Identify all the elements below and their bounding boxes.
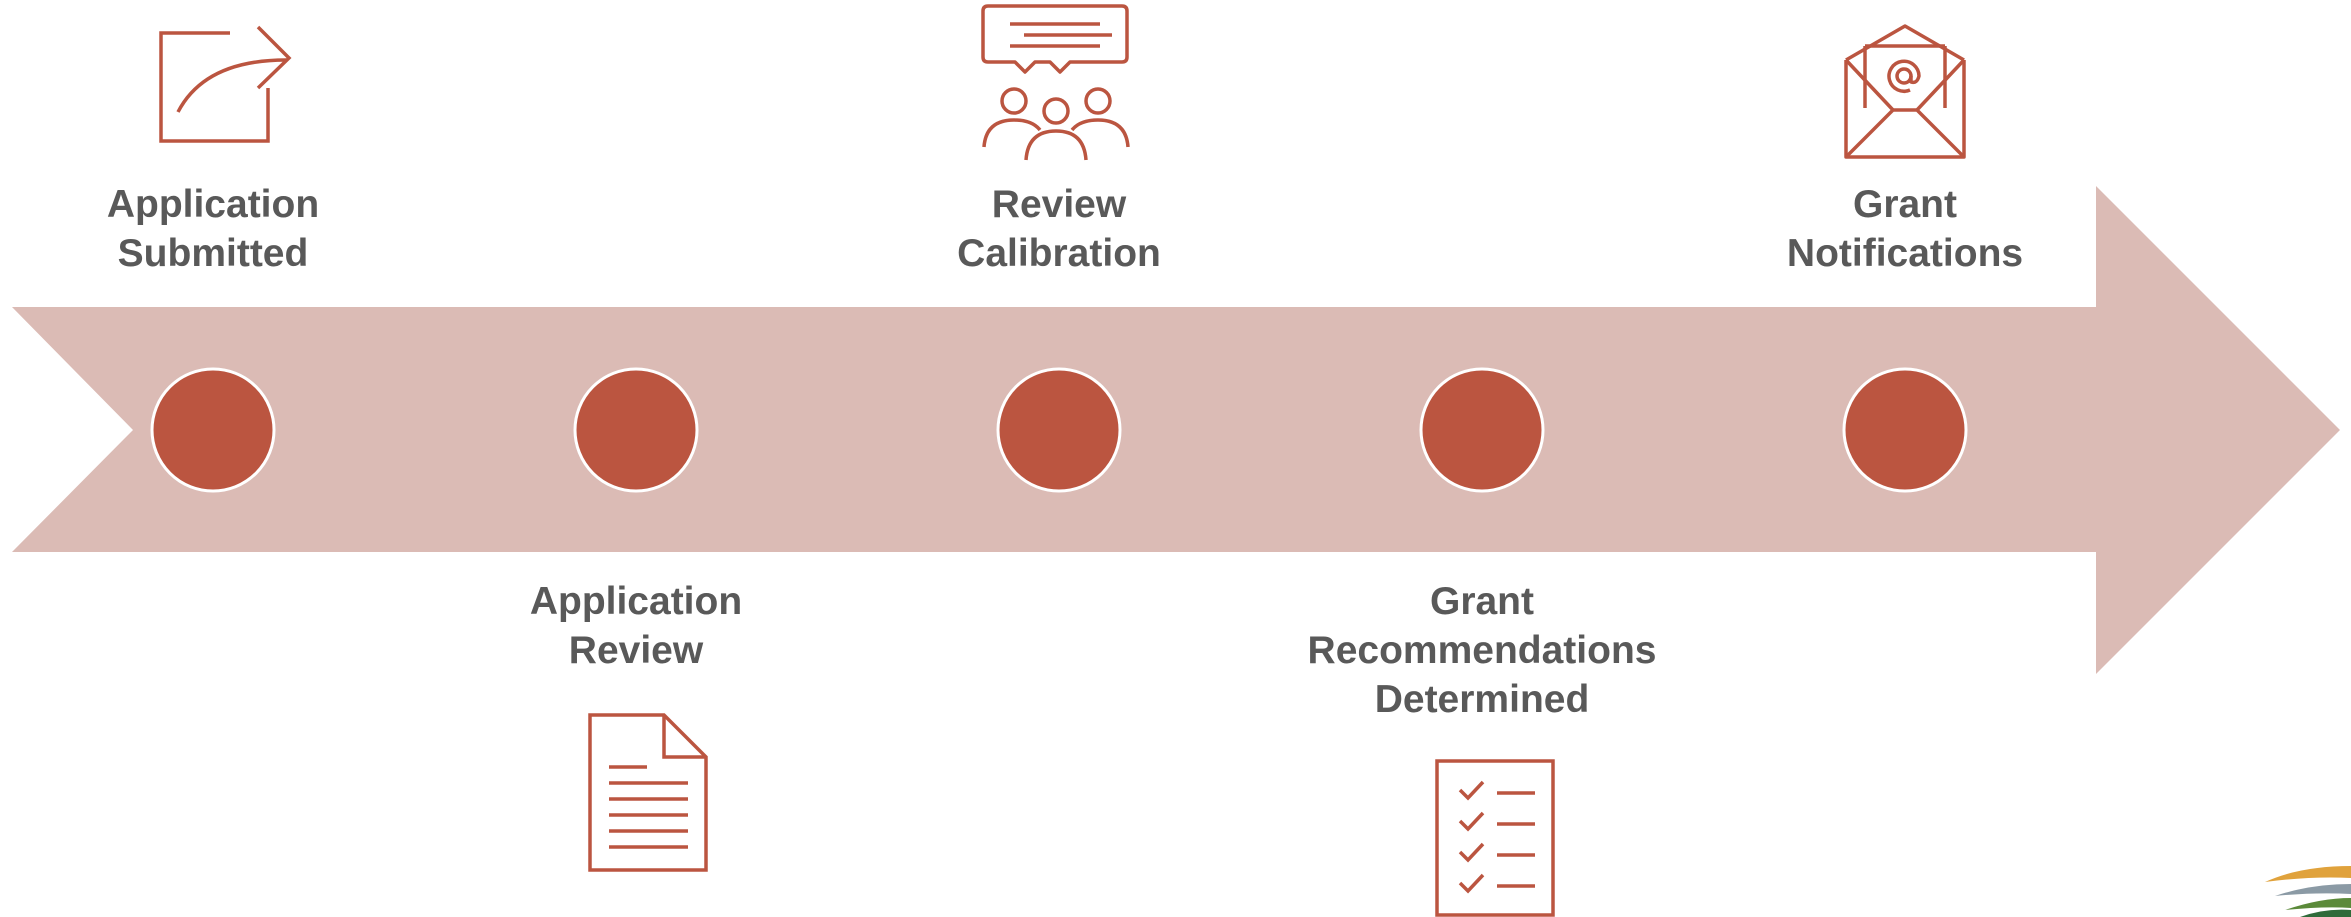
milestone-dots	[150, 367, 1968, 493]
milestone-dot-5	[1842, 367, 1968, 493]
meeting-chat-icon	[981, 4, 1130, 161]
step-label-grant-recommendations: Grant Recommendations Determined	[1272, 577, 1692, 724]
checklist-icon	[1435, 759, 1555, 917]
milestone-dot-2	[573, 367, 699, 493]
step-label-application-submitted: Application Submitted	[3, 180, 423, 278]
step-label-grant-notifications: Grant Notifications	[1695, 180, 2115, 278]
timeline-arrow	[12, 186, 2340, 674]
step-label-application-review: Application Review	[426, 577, 846, 675]
document-icon	[588, 713, 708, 872]
swoosh-logo-icon	[2265, 866, 2351, 917]
step-label-line: Determined	[1374, 678, 1590, 721]
email-envelope-icon	[1844, 24, 1966, 159]
milestone-dot-1	[150, 367, 276, 493]
step-label-line: Grant	[1429, 580, 1534, 623]
share-arrow-icon	[159, 25, 292, 143]
step-label-line: Application	[106, 183, 320, 226]
step-label-line: Grant	[1852, 183, 1957, 226]
step-label-line: Submitted	[117, 232, 309, 275]
step-label-line: Recommendations	[1307, 629, 1657, 672]
step-label-line: Notifications	[1786, 232, 2024, 275]
milestone-dot-4	[1419, 367, 1545, 493]
step-label-line: Calibration	[957, 232, 1161, 275]
step-label-line: Review	[568, 629, 704, 672]
step-label-line: Review	[991, 183, 1127, 226]
milestone-dot-3	[996, 367, 1122, 493]
step-label-line: Application	[529, 580, 743, 623]
step-label-review-calibration: Review Calibration	[849, 180, 1269, 278]
